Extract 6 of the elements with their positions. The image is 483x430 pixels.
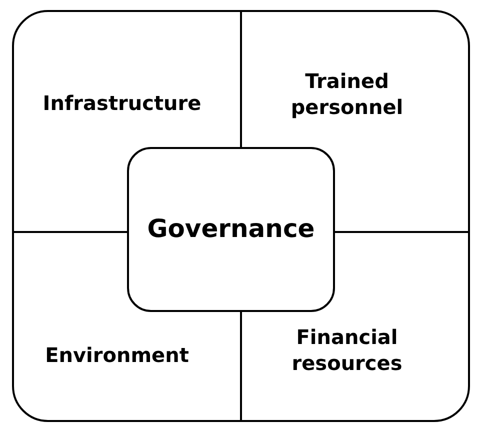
center-box: Governance xyxy=(127,147,335,312)
category-label: Environment xyxy=(17,342,217,372)
category-label: Trained personnel xyxy=(252,68,442,124)
outer-frame xyxy=(12,10,470,422)
category-label: Financial resources xyxy=(252,324,442,380)
category-label: Infrastructure xyxy=(22,90,222,146)
